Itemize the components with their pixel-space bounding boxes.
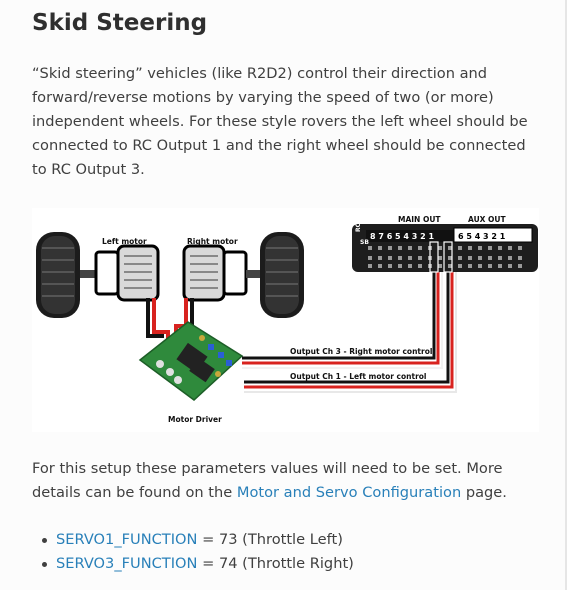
output-ch1-label: Output Ch 1 - Left motor control (290, 372, 427, 381)
signal-wires (242, 252, 457, 393)
setup-paragraph: For this setup these parameters values w… (32, 457, 537, 505)
servo3-function-link[interactable]: SERVO3_FUNCTION (56, 555, 198, 572)
servo1-function-link[interactable]: SERVO1_FUNCTION (56, 531, 198, 548)
list-item: SERVO1_FUNCTION = 73 (Throttle Left) (32, 528, 354, 552)
rc-label: RC (355, 222, 362, 232)
motor-driver-board (138, 321, 244, 401)
intro-paragraph: “Skid steering” vehicles (like R2D2) con… (32, 65, 528, 178)
skid-steering-diagram: RC SB 8 7 6 5 4 3 2 1 6 5 4 3 2 1 Left m… (32, 208, 539, 432)
list-item: SERVO3_FUNCTION = 74 (Throttle Right) (32, 552, 354, 576)
flight-controller: RC SB 8 7 6 5 4 3 2 1 6 5 4 3 2 1 (352, 222, 538, 273)
aux-out-label: AUX OUT (468, 215, 507, 224)
left-wheel-icon (36, 232, 96, 318)
parameter-list: SERVO1_FUNCTION = 73 (Throttle Left) SER… (32, 528, 354, 576)
aux-out-pin-numbers: 6 5 4 3 2 1 (458, 232, 506, 241)
left-motor-label: Left motor (102, 237, 147, 246)
output-ch3-label: Output Ch 3 - Right motor control (290, 347, 432, 356)
setup-text-before: For this setup these parameters values w… (32, 460, 503, 501)
servo3-function-value: = 74 (Throttle Right) (197, 555, 354, 572)
setup-text-after: page. (461, 484, 507, 501)
page-title: Skid Steering (32, 10, 208, 36)
main-out-pin-numbers: 8 7 6 5 4 3 2 1 (370, 232, 434, 241)
right-wheel-icon (246, 232, 304, 318)
motor-driver-label: Motor Driver (168, 415, 222, 424)
motor-servo-config-link[interactable]: Motor and Servo Configuration (236, 484, 462, 501)
right-motor-icon (182, 244, 248, 302)
wiring-diagram-svg: RC SB 8 7 6 5 4 3 2 1 6 5 4 3 2 1 Left m… (36, 215, 538, 424)
right-motor-label: Right motor (187, 237, 238, 246)
left-motor-icon (94, 244, 160, 302)
sb-label: SB (360, 239, 369, 246)
main-out-label: MAIN OUT (398, 215, 441, 224)
content-edge-rule (565, 0, 567, 590)
servo1-function-value: = 73 (Throttle Left) (197, 531, 343, 548)
